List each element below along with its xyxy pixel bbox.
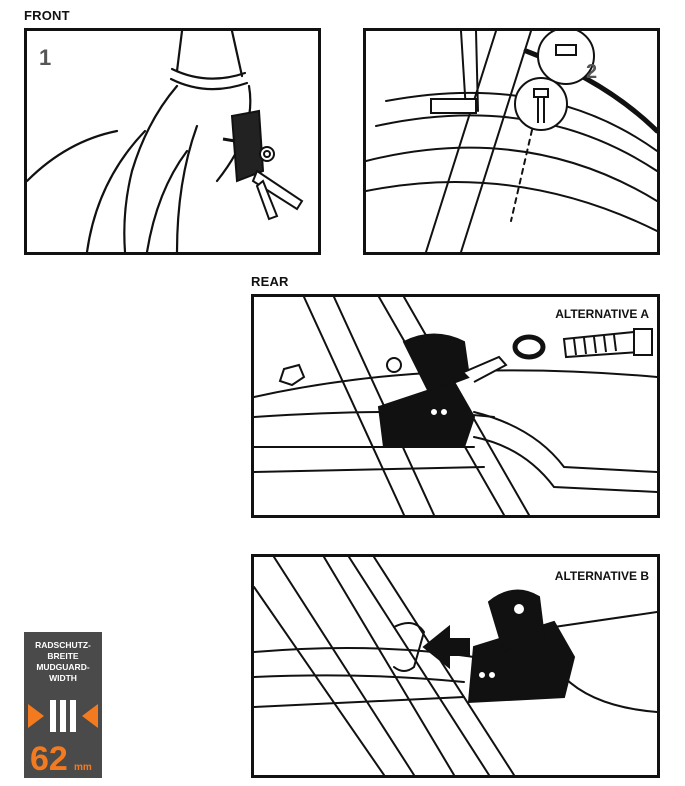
step-number-1: 1 (39, 45, 52, 70)
step-number-2: 2 (586, 61, 598, 83)
rear-label: REAR (251, 274, 289, 289)
rear-alt-b-illustration (254, 557, 657, 775)
width-arrows-icon (28, 700, 98, 732)
front-label: FRONT (24, 8, 70, 23)
badge-line-1: RADSCHUTZ- (35, 640, 91, 650)
badge-line-2: BREITE (47, 651, 79, 661)
badge-line-3: MUDGUARD- (36, 662, 90, 672)
alternative-b-label: ALTERNATIVE B (554, 569, 649, 583)
fork-bracket-illustration (27, 31, 304, 252)
fork-screw-illustration (366, 31, 657, 252)
badge-width-value: 62 (30, 740, 68, 778)
panel-front-step-2: 2 (363, 28, 660, 255)
badge-line-4: WIDTH (49, 673, 77, 683)
panel-rear-alternative-a: ALTERNATIVE A (251, 294, 660, 518)
mudguard-width-badge: RADSCHUTZ- BREITE MUDGUARD- WIDTH 62 mm (24, 632, 102, 778)
panel-front-step-1: 1 (24, 28, 321, 255)
badge-width-unit: mm (74, 762, 92, 773)
alternative-a-label: ALTERNATIVE A (555, 307, 649, 321)
panel-rear-alternative-b: ALTERNATIVE B (251, 554, 660, 778)
rear-alt-a-illustration (254, 297, 657, 515)
